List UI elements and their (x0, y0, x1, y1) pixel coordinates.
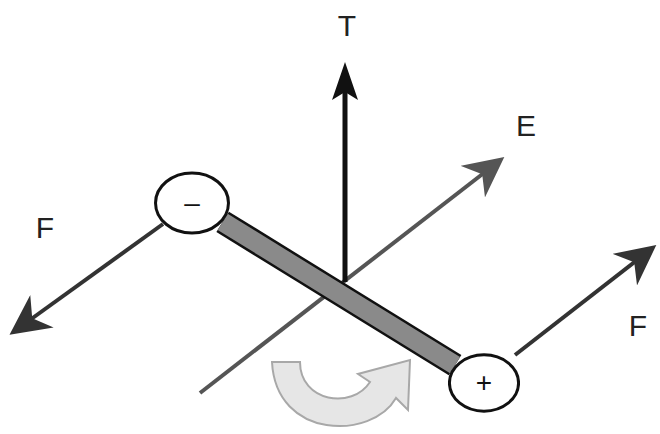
dipole-rod (223, 222, 455, 365)
torque-arrowhead (332, 62, 358, 100)
rod-stroke (223, 222, 455, 365)
force-label: F (629, 311, 647, 341)
charge-sign: + (476, 369, 492, 397)
charge-sign: – (184, 189, 200, 217)
field-label: E (516, 111, 536, 141)
rotation-arrow (272, 360, 410, 426)
torque-label: T (338, 11, 356, 41)
torque-arrow (343, 80, 348, 282)
force-arrow (515, 250, 650, 355)
charge-circle: + (448, 353, 520, 413)
field-arrow (200, 162, 498, 393)
force-label: F (36, 213, 54, 243)
rod-stroke (223, 222, 455, 365)
charge-circle: – (154, 171, 230, 235)
